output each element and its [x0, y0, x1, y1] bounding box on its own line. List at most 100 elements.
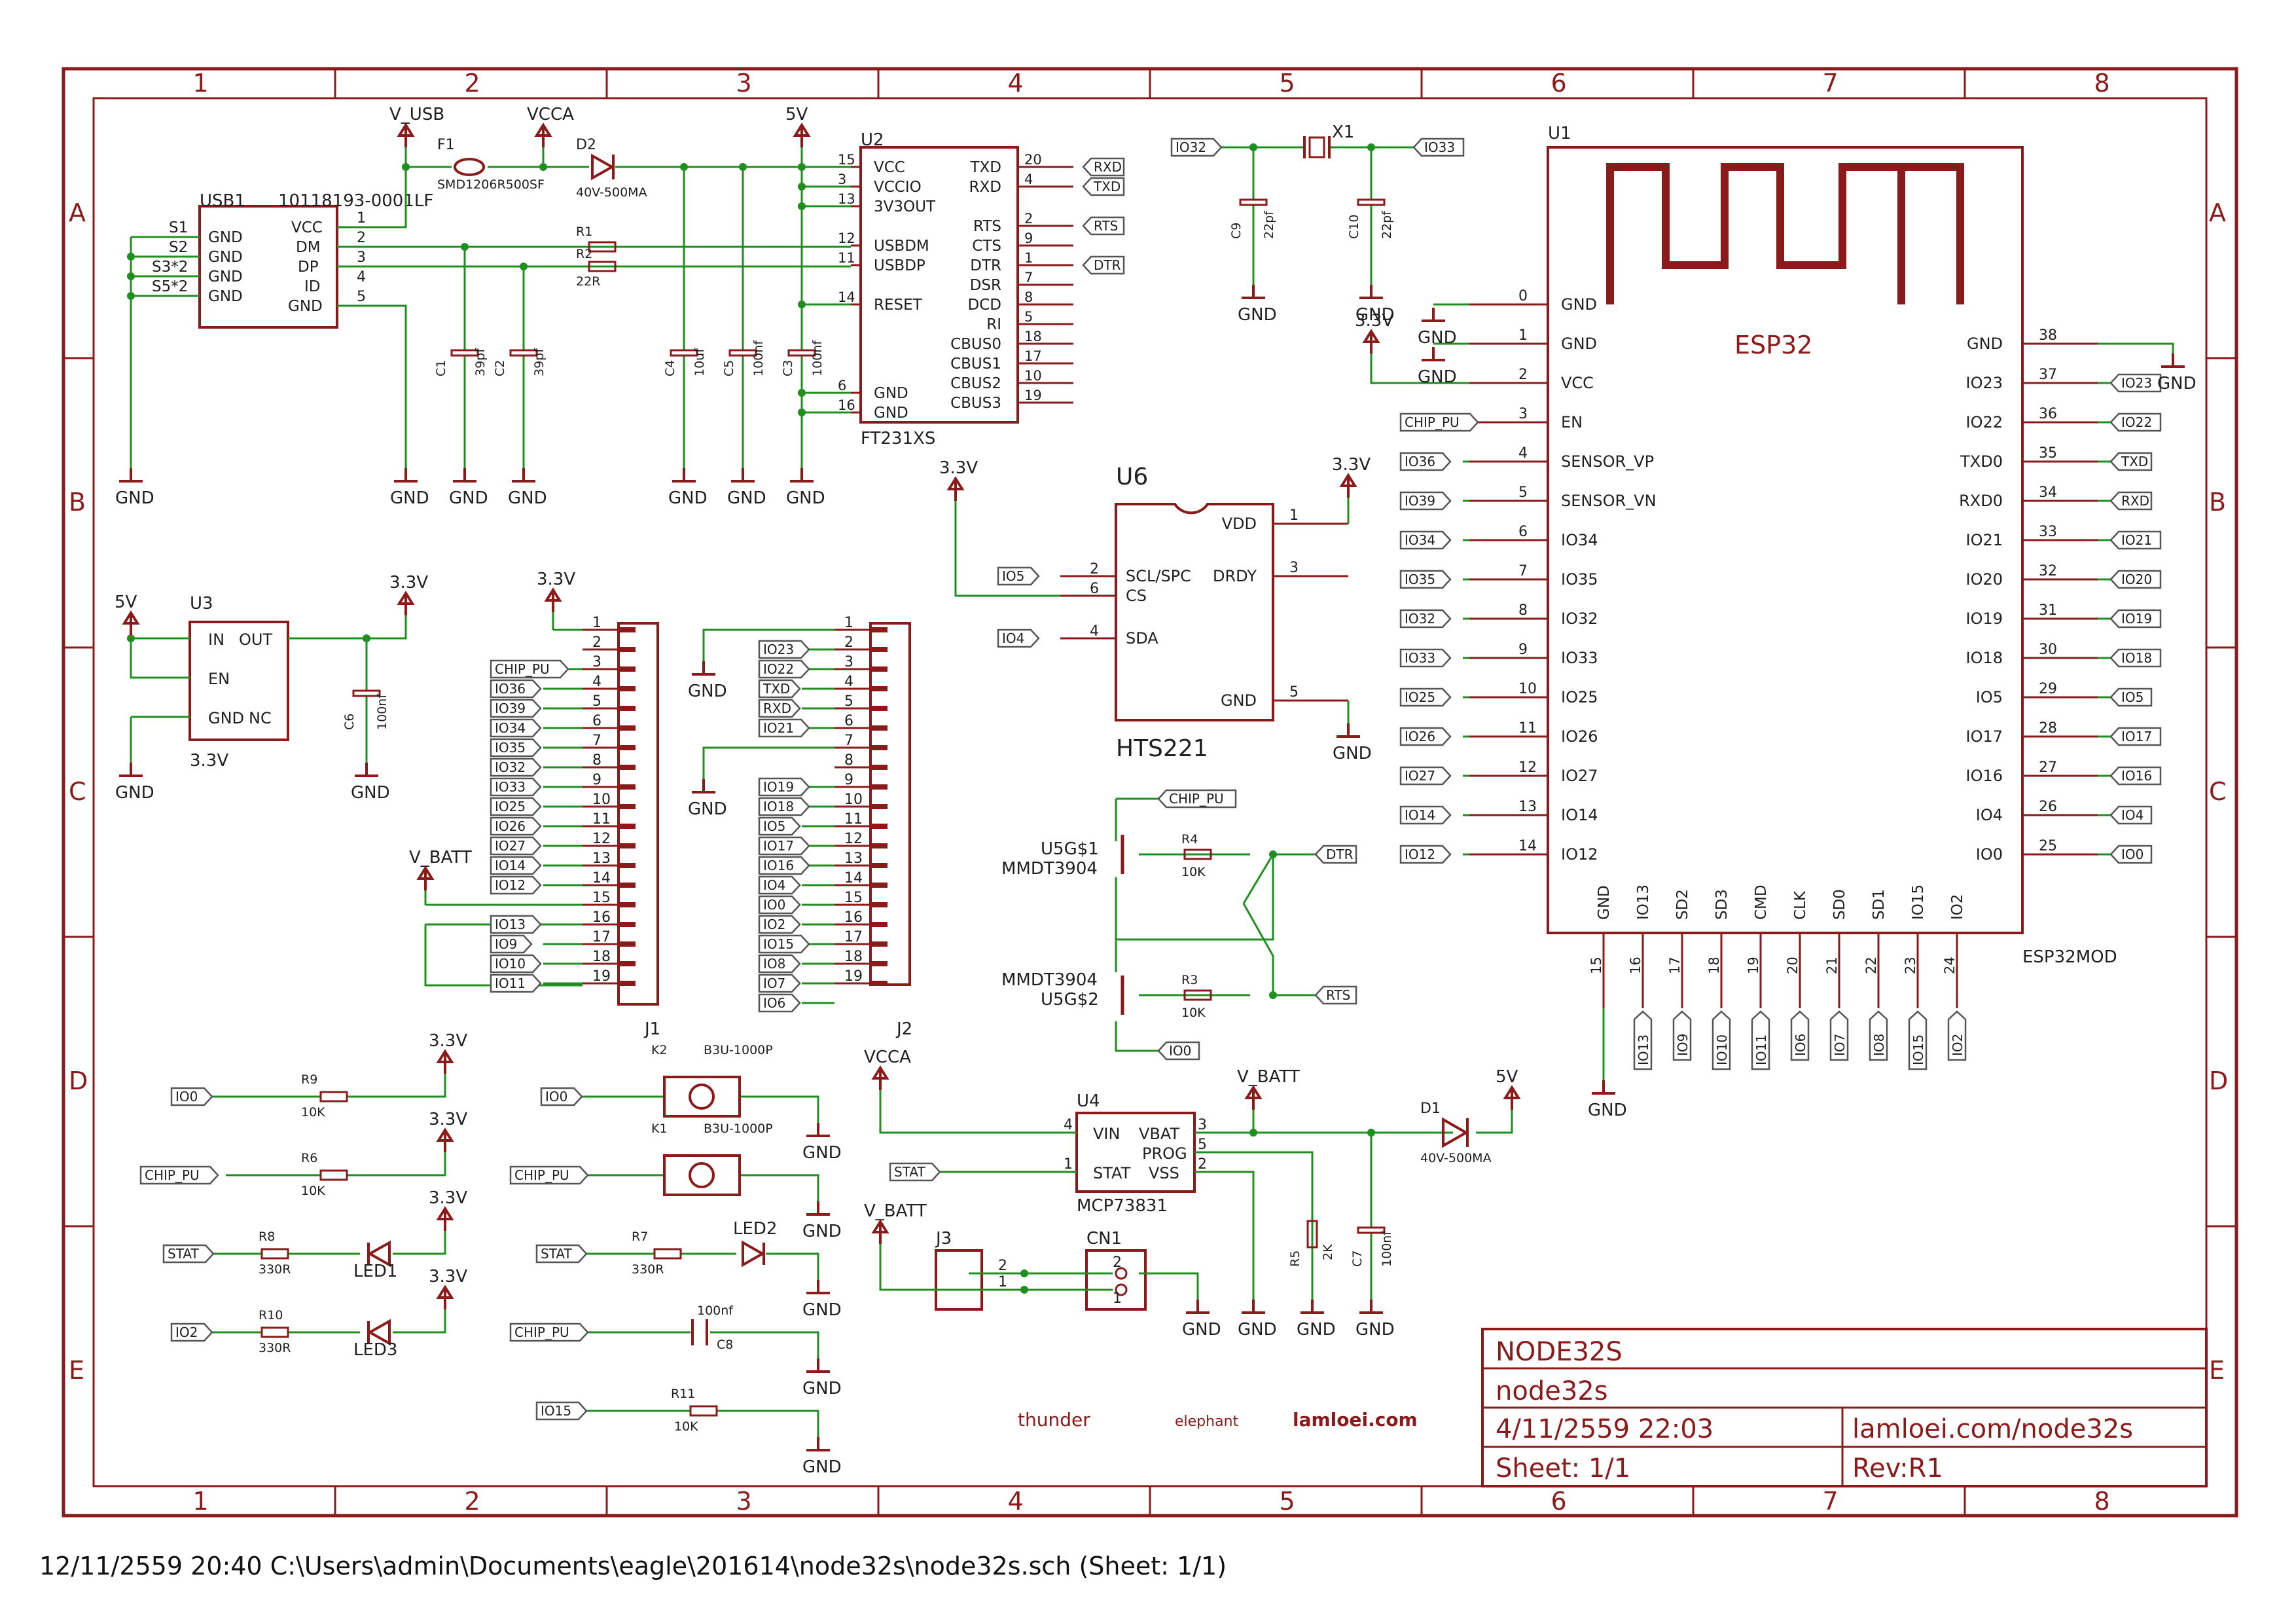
fuse-part: SMD1206R500SF [437, 177, 545, 192]
hts-left-pin: SCL/SPC [1126, 567, 1191, 585]
ft231-right-num: 8 [1024, 289, 1033, 305]
r9-val: 10K [301, 1105, 325, 1120]
net-label-text: IO21 [2121, 532, 2152, 548]
esp32-left-pin: IO35 [1561, 570, 1598, 589]
esp32-right-pin: TXD0 [1960, 452, 2003, 471]
net-label-text: IO12 [1405, 847, 1435, 862]
net-label-text: IO2 [1950, 1034, 1965, 1056]
ground-symbol-icon: GND [1238, 1300, 1277, 1340]
supply-arrow-icon: 3.3V [429, 1110, 467, 1152]
title-block-title: NODE32S [1496, 1337, 1623, 1367]
supply-arrow-icon: 3.3V [1355, 311, 1393, 354]
c5-ref: C5 [722, 360, 736, 376]
net-label-text: IO7 [1832, 1034, 1848, 1056]
ground-symbol-icon: GND [1588, 1080, 1627, 1120]
frame-row-label-right: E [2209, 1356, 2225, 1385]
net-label-text: CHIP_PU [514, 1167, 569, 1183]
net-label-esp-right: IO4 [2109, 805, 2153, 825]
ground-symbol-icon: GND [786, 468, 825, 508]
ft231-right-num: 9 [1024, 230, 1033, 246]
gnd-label: GND [1238, 1320, 1277, 1340]
net-label-j1: IO13 [490, 915, 542, 934]
fuse-f1 [454, 158, 485, 176]
j1-pin-num: 11 [592, 811, 611, 828]
gnd-label: GND [115, 783, 154, 803]
supply-arrow-icon: 3.3V [429, 1031, 467, 1074]
c9-val: 22pf [1262, 210, 1276, 239]
k1-part: B3U-1000P [704, 1122, 773, 1136]
net-label-text: IO34 [495, 720, 526, 736]
net-label-j2: IO23 [758, 640, 810, 659]
hts-left-num: 4 [1090, 623, 1099, 640]
net-label-text: IO4 [763, 877, 785, 893]
esp32-left-pin: IO33 [1561, 649, 1598, 667]
frame-col-label-top: 8 [2094, 69, 2110, 98]
usb-num-3: 3 [357, 249, 366, 266]
ft231-right-pin: CBUS1 [950, 356, 1001, 373]
esp32-right-pin: IO21 [1965, 531, 2003, 549]
gnd-label: GND [802, 1143, 842, 1163]
c2-ref: C2 [493, 360, 507, 376]
ground-symbol-icon: GND [802, 1201, 842, 1241]
net-label-text: TXD [2121, 454, 2148, 469]
frame-row-label-left: E [69, 1356, 84, 1385]
net-label-text: IO16 [2121, 768, 2152, 784]
net-label-text: RTS [1094, 218, 1118, 234]
r4-val: 10K [1181, 865, 1206, 879]
supply-arrow-icon: V_BATT [1237, 1067, 1300, 1110]
net-label-text: IO25 [495, 799, 526, 814]
r5-val: 2K [1321, 1244, 1335, 1260]
ft231-right-num: 17 [1024, 348, 1042, 364]
ground-symbol-icon: GND [688, 661, 727, 701]
usb-pin-s1: S1 [169, 219, 188, 236]
net-label-text: CHIP_PU [495, 661, 550, 677]
net-label-text: IO0 [763, 897, 785, 913]
charger-vin: VIN [1093, 1125, 1120, 1143]
frame-col-label-bottom: 7 [1823, 1487, 1839, 1516]
supply-arrow-icon: 3.3V [939, 458, 978, 501]
net-label-dtr: DTR [1082, 255, 1125, 275]
net-label-text: CHIP_PU [514, 1324, 569, 1340]
ft231-left-num: 13 [838, 191, 855, 207]
charger-num-1: 1 [1064, 1156, 1073, 1173]
net-label-esp-left: IO26 [1399, 727, 1452, 746]
gnd-label: GND [802, 1457, 842, 1477]
j2-pin-num: 18 [844, 949, 863, 965]
ft231-part: FT231XS [861, 429, 935, 448]
j3-ref: J3 [935, 1229, 952, 1249]
r10-val: 330R [259, 1341, 291, 1355]
ground-symbol-icon: GND [115, 763, 154, 803]
hts-right-num: 5 [1289, 684, 1299, 701]
net-label-j2: IO5 [758, 816, 801, 836]
esp32-bottom-num: 19 [1746, 957, 1761, 974]
ft231-left-num: 11 [838, 250, 855, 266]
ground-symbol-icon: GND [351, 763, 390, 803]
net-label-text: IO0 [175, 1089, 198, 1104]
usb-pin-s2: S2 [169, 239, 188, 256]
ft231-right-pin: CTS [972, 238, 1001, 255]
ft231-right-pin: DSR [970, 277, 1001, 294]
title-block-name: node32s [1496, 1376, 1608, 1406]
r5-ref: R5 [1288, 1250, 1302, 1267]
net-label-esp-bottom: IO7 [1829, 1010, 1849, 1061]
usb-inner-gnd-2: GND [208, 249, 243, 266]
frame-row-label-left: D [69, 1067, 88, 1095]
net-label-j1: IO25 [490, 797, 542, 816]
battery-connectors: J3 CN1 21 21 [879, 1229, 1199, 1311]
ft231-right-pin: DTR [970, 257, 1001, 274]
title-block-url: lamloei.com/node32s [1852, 1414, 2133, 1444]
ground-symbol-icon: GND [1355, 285, 1395, 325]
esp32-right-num: 32 [2039, 563, 2057, 579]
esp32-left-pin: IO14 [1561, 806, 1598, 824]
net-label-text: IO12 [495, 877, 526, 893]
net-label-esp-right: IO21 [2109, 530, 2162, 550]
hts-right-pin: DRDY [1213, 567, 1257, 585]
r8-ref: R8 [259, 1230, 275, 1244]
svg-text:2: 2 [998, 1258, 1007, 1274]
frame-col-label-bottom: 6 [1551, 1487, 1567, 1516]
gnd-label: GND [1418, 328, 1457, 348]
ft231-right-pin: RI [986, 316, 1001, 333]
net-label-stat-charger: STAT [889, 1162, 941, 1182]
ft231-left-num: 14 [838, 289, 855, 305]
